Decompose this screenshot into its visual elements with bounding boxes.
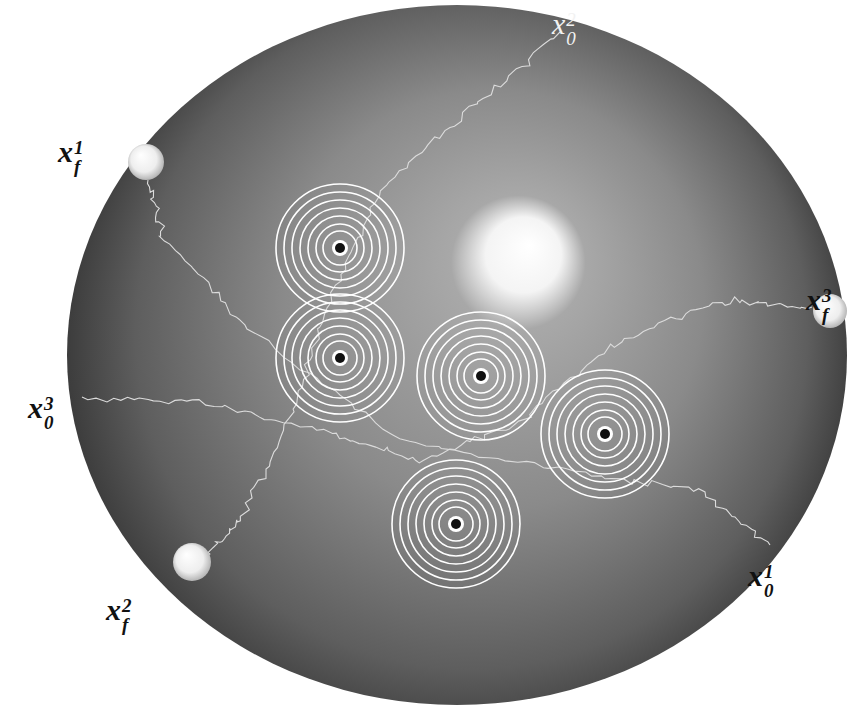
obstacle-rings — [276, 184, 669, 588]
ring-center — [600, 429, 610, 439]
trajectory — [82, 297, 812, 463]
ring — [588, 417, 622, 451]
ring-center — [476, 371, 486, 381]
ring-center — [335, 243, 345, 253]
ring — [541, 370, 669, 498]
ring — [323, 231, 357, 265]
ring — [441, 336, 521, 416]
ring — [323, 341, 357, 375]
ring — [276, 294, 404, 422]
ring-group — [276, 184, 404, 312]
sphere — [67, 5, 847, 705]
ring — [449, 344, 513, 408]
ring — [400, 468, 512, 580]
point-label: x30 — [28, 392, 54, 430]
ring-center — [473, 368, 489, 384]
ring-group — [392, 460, 520, 588]
ring — [316, 334, 364, 382]
ring — [300, 208, 380, 288]
ring-center — [448, 516, 464, 532]
ring — [316, 224, 364, 272]
ring-center — [451, 519, 461, 529]
ring — [432, 500, 480, 548]
point-label: x1f — [58, 136, 84, 174]
ring — [424, 492, 488, 556]
ring — [439, 507, 473, 541]
ring — [425, 320, 537, 432]
ring — [557, 386, 653, 482]
ring-group — [541, 370, 669, 498]
ring-center — [332, 240, 348, 256]
ring-center — [597, 426, 613, 442]
point-label: x20 — [552, 8, 576, 46]
point-label: x3f — [806, 284, 832, 322]
ring — [308, 326, 372, 390]
ring — [416, 484, 496, 564]
agent-ball — [128, 144, 164, 180]
ring — [457, 352, 505, 400]
ring — [300, 318, 380, 398]
trajectory — [147, 180, 770, 545]
ring — [573, 402, 637, 466]
ring — [276, 184, 404, 312]
ring — [565, 394, 645, 474]
ring — [408, 476, 504, 572]
ring — [464, 359, 498, 393]
ring-center — [332, 350, 348, 366]
ring — [549, 378, 661, 490]
trajectories — [82, 32, 812, 558]
ring-group — [276, 294, 404, 422]
ring-center — [335, 353, 345, 363]
ring — [284, 192, 396, 304]
agent-ball — [173, 543, 211, 581]
ring — [433, 328, 529, 424]
agent-balls — [128, 144, 847, 581]
trajectory — [205, 32, 560, 558]
ring — [284, 302, 396, 414]
ring — [581, 410, 629, 458]
ring — [292, 310, 388, 406]
ring — [392, 460, 520, 588]
ring — [292, 200, 388, 296]
point-label: x2f — [106, 594, 132, 632]
ring-group — [417, 312, 545, 440]
point-label: x10 — [748, 560, 774, 598]
ring — [308, 216, 372, 280]
ring — [417, 312, 545, 440]
